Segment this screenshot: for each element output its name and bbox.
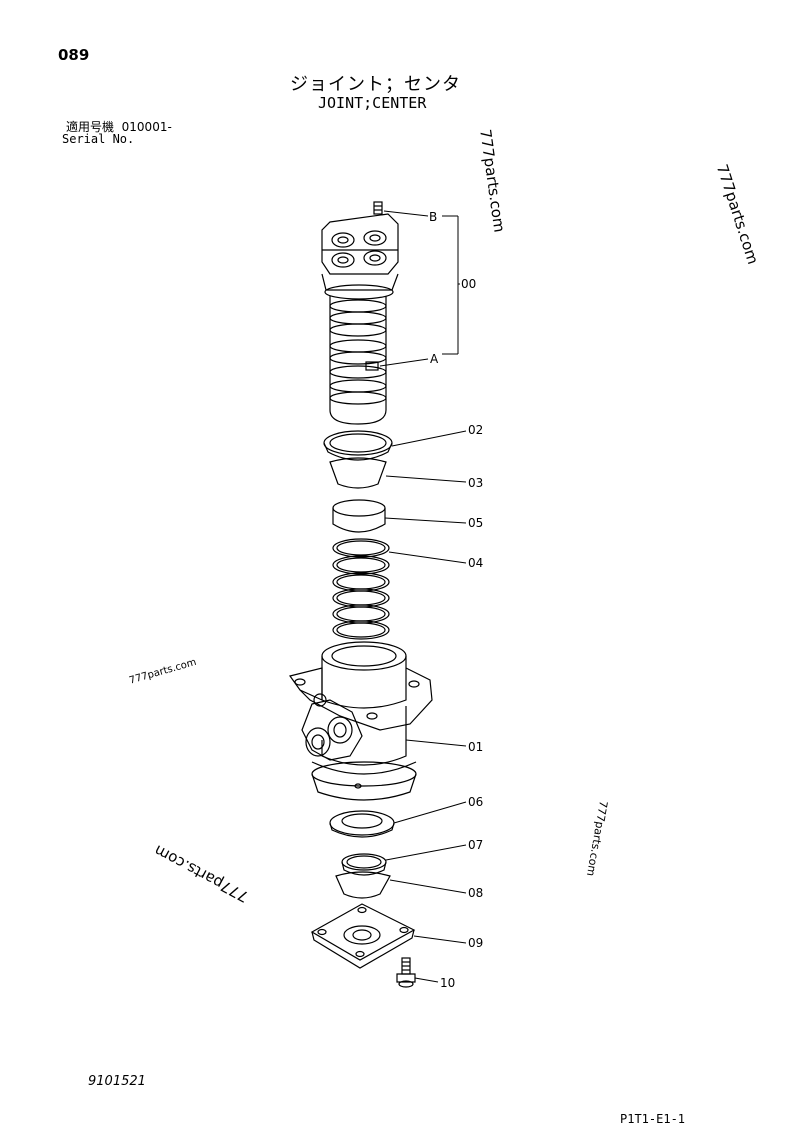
serial-value: 010001-	[121, 120, 172, 134]
part-05-collar	[332, 499, 386, 533]
callout-05: 05	[468, 516, 483, 530]
leader-lines	[379, 210, 467, 983]
page-title-japanese: ジョイント；センタ	[290, 74, 461, 95]
part-01-housing	[288, 641, 433, 801]
callout-a: A	[430, 352, 439, 366]
callout-labels: B 00 A 02 03 05 04 01 06 07 08 09 10	[429, 210, 483, 990]
part-06-washer	[329, 810, 395, 838]
sheet-reference: P1T1-E1-1	[620, 1112, 686, 1126]
document-number: 9101521	[88, 1074, 146, 1089]
callout-04: 04	[468, 556, 483, 570]
callout-b: B	[429, 210, 437, 224]
page-number: 089	[58, 46, 90, 64]
callout-00: 00	[461, 277, 476, 291]
part-08-seal	[335, 871, 391, 899]
callout-03: 03	[468, 476, 483, 490]
serial-label-jp-text: 適用号機	[66, 120, 115, 134]
serial-label-english: Serial No.	[62, 132, 135, 146]
callout-01: 01	[468, 740, 483, 754]
part-04-o-rings	[332, 538, 390, 640]
callout-08: 08	[468, 886, 483, 900]
callout-06: 06	[468, 795, 483, 809]
part-03-seal	[329, 457, 387, 489]
part-09-cover	[310, 903, 416, 969]
callout-10: 10	[440, 976, 455, 990]
callout-02: 02	[468, 423, 483, 437]
part-10-bolt	[396, 957, 416, 988]
part-07-ring	[341, 853, 387, 876]
serial-label-japanese: 適用号機 010001-	[66, 118, 172, 135]
callout-07: 07	[468, 838, 483, 852]
callout-09: 09	[468, 936, 483, 950]
part-02-ring	[323, 430, 393, 461]
part-spindle-assembly	[321, 201, 399, 425]
page-title-english: JOINT;CENTER	[318, 94, 427, 112]
